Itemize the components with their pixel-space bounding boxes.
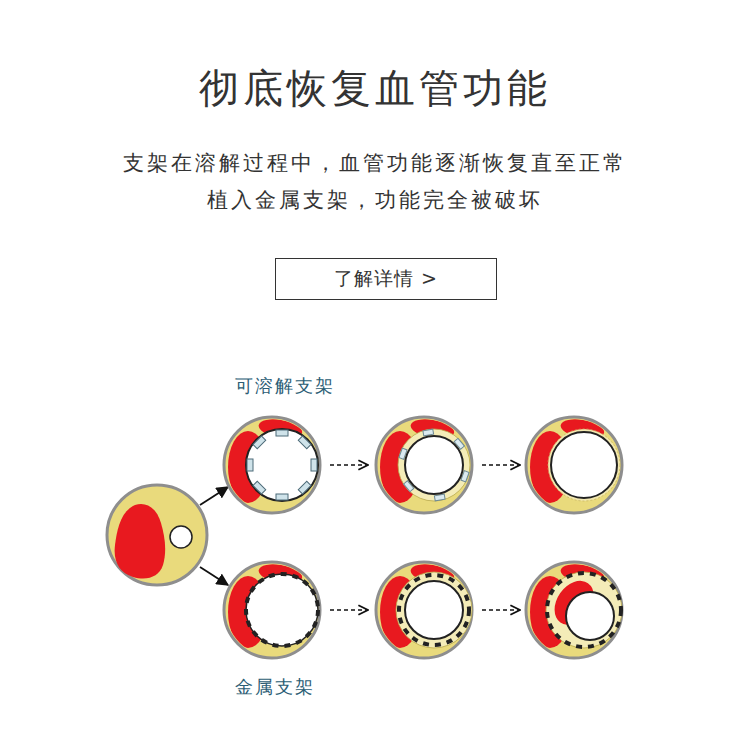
- vessel-stage: [526, 416, 622, 513]
- button-text: 了解详情 >: [334, 266, 438, 292]
- label-text: 支架在溶解过程中，血管功能逐渐恢复直至正常: [123, 151, 627, 175]
- title-text: 彻底恢复血管功能: [199, 65, 551, 111]
- vessel-stage: [526, 561, 622, 658]
- time-arrow: [482, 609, 520, 611]
- page-title: 彻底恢复血管功能: [0, 64, 750, 112]
- vessel-stage: [376, 561, 472, 658]
- section-label: 可溶解支架: [235, 374, 435, 398]
- label-text: 金属支架: [235, 676, 315, 697]
- vessel-stage: [224, 416, 320, 513]
- vessel-stage: [376, 416, 472, 513]
- time-arrow: [482, 464, 520, 466]
- section-label: 金属支架: [235, 675, 435, 699]
- time-arrow: [330, 464, 368, 466]
- branch-arrow: [200, 487, 228, 505]
- detail-button: 了解详情 >: [275, 258, 497, 300]
- body-text: 支架在溶解过程中，血管功能逐渐恢复直至正常: [0, 148, 750, 178]
- body-text: 植入金属支架，功能完全被破坏: [0, 185, 750, 215]
- label-text: 可溶解支架: [235, 375, 335, 396]
- diseased-vessel: [107, 485, 207, 585]
- branch-arrow: [200, 567, 228, 585]
- vessel-stage: [224, 561, 320, 658]
- label-text: 植入金属支架，功能完全被破坏: [207, 188, 543, 212]
- time-arrow: [330, 609, 368, 611]
